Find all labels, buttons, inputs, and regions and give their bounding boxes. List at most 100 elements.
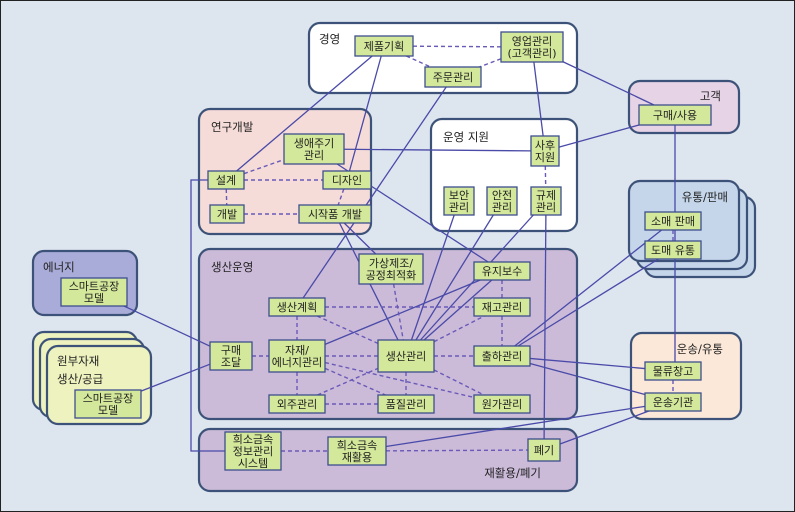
node-box <box>473 394 531 414</box>
node-development[interactable]: 개발 <box>209 204 245 224</box>
node-box <box>443 186 475 216</box>
edge-order-mgmt-to-prod-planning <box>302 86 447 299</box>
edge-virtual-mfg-to-prod-mgmt <box>392 283 404 341</box>
node-label: 운송기관 <box>653 396 693 409</box>
node-design[interactable]: 디자인 <box>322 170 372 190</box>
node-warehouse[interactable]: 물류창고 <box>644 361 702 381</box>
node-prod-planning[interactable]: 생산계획 <box>268 297 326 317</box>
node-virtual-mfg[interactable]: 가상제조/공정최적화 <box>358 253 424 285</box>
node-quality[interactable]: 품질관리 <box>377 394 435 414</box>
edge-design-to-prototype-dev <box>337 188 345 206</box>
edge-shipping-to-warehouse <box>529 357 646 370</box>
node-box <box>644 211 702 231</box>
node-label: 디자인 <box>332 174 362 187</box>
node-sales-mgmt[interactable]: 영업관리(고객관리) <box>500 31 564 63</box>
edges-layer <box>123 45 676 452</box>
node-label: 생산계획 <box>277 301 317 314</box>
node-label: 영업관리(고객관리) <box>507 35 556 60</box>
node-box <box>268 394 326 414</box>
group-label: 유통/판매 <box>682 190 728 204</box>
node-label: 외주관리 <box>277 398 317 411</box>
edge-product-planning-to-design <box>348 55 382 172</box>
node-retail[interactable]: 소매 판매 <box>644 211 702 231</box>
edge-design_eng-rare_metal_info <box>190 179 225 452</box>
node-product-planning[interactable]: 제품기획 <box>354 35 414 57</box>
edge-material-energy-to-maintenance <box>324 279 481 345</box>
node-shipping[interactable]: 출하관리 <box>473 345 531 367</box>
node-carrier[interactable]: 운송기관 <box>644 392 702 412</box>
node-cost[interactable]: 원가관리 <box>473 394 531 414</box>
group-label: 생산운영 <box>211 260 253 274</box>
node-disposal[interactable]: 폐기 <box>527 438 561 462</box>
group-box <box>197 247 579 421</box>
node-box <box>644 361 702 381</box>
node-box <box>527 438 561 462</box>
edge-material-energy-to-cost <box>324 361 475 399</box>
node-box <box>354 35 414 57</box>
edge-raw-model-to-procurement <box>140 363 211 392</box>
node-design-eng[interactable]: 설계 <box>207 170 245 190</box>
edge-prod-mgmt-to-maintenance <box>423 279 493 341</box>
node-label: 품질관리 <box>386 398 426 411</box>
node-box <box>358 253 424 285</box>
edge-rare-metal-reuse-to-carrier <box>385 405 646 448</box>
node-maintenance[interactable]: 유지보수 <box>473 261 531 281</box>
node-label: 시작품 개발 <box>308 208 362 221</box>
node-material-energy[interactable]: 자재/에너지관리 <box>268 339 326 373</box>
group-label: 운영 지원 <box>443 130 489 144</box>
node-box <box>209 341 253 371</box>
node-label: 폐기 <box>534 444 554 457</box>
node-label: 유지보수 <box>482 265 522 278</box>
node-box <box>298 204 372 224</box>
edge-rare-metal-reuse-to-disposal <box>385 449 529 452</box>
node-box <box>473 261 531 281</box>
node-box <box>424 66 482 88</box>
node-wholesale[interactable]: 도매 유통 <box>644 240 702 260</box>
node-box <box>473 345 531 367</box>
edge-shipping-to-carrier <box>529 362 646 396</box>
edge-shipping-to-retail <box>514 229 663 347</box>
node-box <box>530 186 562 216</box>
edge-security-mgmt-to-prod-mgmt <box>410 214 455 341</box>
node-order-mgmt[interactable]: 주문관리 <box>424 66 482 88</box>
node-prototype-dev[interactable]: 시작품 개발 <box>298 204 372 224</box>
node-box <box>322 170 372 190</box>
node-inventory[interactable]: 재고관리 <box>473 297 531 317</box>
node-box <box>473 297 531 317</box>
node-label: 소매 판매 <box>651 215 695 228</box>
edge-sales-mgmt-to-purchase-use <box>562 61 655 106</box>
node-box <box>377 339 435 373</box>
edge-product-planning-to-design-eng <box>236 55 373 172</box>
node-prod-mgmt[interactable]: 생산관리 <box>377 339 435 373</box>
node-outsourcing[interactable]: 외주관리 <box>268 394 326 414</box>
node-label: 원가관리 <box>482 398 522 411</box>
edge-shipping-to-wholesale <box>517 258 659 347</box>
node-purchase-use[interactable]: 구매/사용 <box>638 104 712 126</box>
edge-sales-mgmt-to-after-service <box>533 61 544 137</box>
node-label: 주문관리 <box>433 71 473 84</box>
node-label: 출하관리 <box>482 349 522 363</box>
edge-prototype-dev-to-virtual-mfg <box>343 222 377 255</box>
node-label: 재고관리 <box>482 301 522 314</box>
node-box <box>644 240 702 260</box>
edge-product-planning-to-order-mgmt <box>405 55 432 68</box>
